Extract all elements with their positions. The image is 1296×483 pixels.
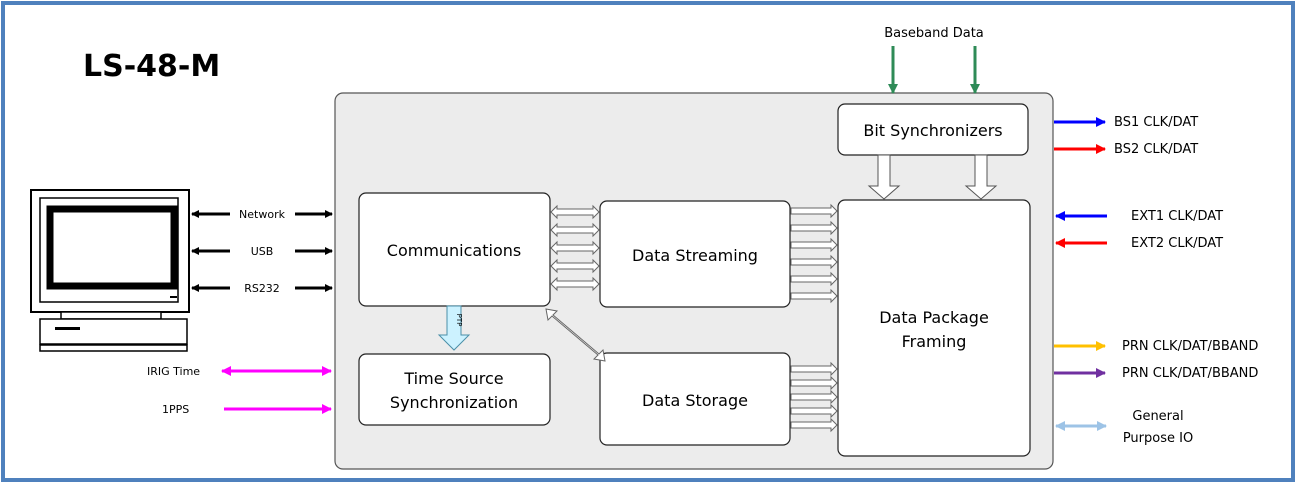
block-data-streaming: Data Streaming [599,200,791,308]
ext2-label: EXT2 CLK/DAT [1131,236,1223,251]
communications-label: Communications [387,241,521,260]
pps-label: 1PPS [162,403,189,416]
time-source-label-2: Synchronization [390,393,518,412]
comms-streaming-links [550,204,600,292]
gpio-label-2: Purpose IO [1123,431,1193,446]
data-streaming-label: Data Streaming [632,246,758,265]
bs2-label: BS2 CLK/DAT [1114,142,1198,157]
irig-label: IRIG Time [147,365,200,378]
block-time-source: Time Source Synchronization [358,353,551,426]
ptp-arrow: PTP [437,305,471,351]
block-bit-synchronizers: Bit Synchronizers [837,103,1029,156]
ext1-label: EXT1 CLK/DAT [1131,209,1223,224]
storage-framing-link [790,417,838,433]
comms-streaming-link [550,258,600,274]
streaming-framing-links [790,203,838,304]
streaming-framing-link [790,237,838,253]
ptp-label: PTP [455,314,463,327]
block-communications: Communications [358,192,551,307]
block-data-package-framing: Data Package Framing [837,199,1031,457]
block-data-storage: Data Storage [599,352,791,446]
usb-label: USB [251,245,274,258]
baseband-label: Baseband Data [884,26,984,41]
prn2-label: PRN CLK/DAT/BBAND [1122,366,1258,381]
data-storage-label: Data Storage [642,391,748,410]
storage-framing-link [790,375,838,391]
comms-streaming-link [550,204,600,220]
storage-framing-link [790,403,838,419]
comms-streaming-link [550,240,600,256]
storage-framing-links [790,361,838,433]
bitsync-to-framing-arrow-1 [867,154,901,200]
rs232-label: RS232 [244,282,280,295]
streaming-framing-link [790,288,838,304]
bitsync-to-framing-arrow-2 [964,154,998,200]
comms-streaming-link [550,276,600,292]
network-label: Network [239,208,286,221]
streaming-framing-link [790,271,838,287]
bs1-label: BS1 CLK/DAT [1114,115,1198,130]
comms-storage-link [545,308,606,362]
storage-framing-link [790,389,838,405]
computer-icon [30,189,190,352]
comms-streaming-link [550,222,600,238]
framing-label-1: Data Package [879,308,989,327]
streaming-framing-link [790,220,838,236]
streaming-framing-link [790,203,838,219]
diagram-title: LS-48-M [83,49,220,84]
gpio-label-1: General [1132,409,1183,424]
framing-label-2: Framing [902,332,967,351]
streaming-framing-link [790,254,838,270]
prn1-label: PRN CLK/DAT/BBAND [1122,339,1258,354]
storage-framing-link [790,361,838,377]
bit-sync-label: Bit Synchronizers [863,121,1002,140]
time-source-label-1: Time Source [403,369,503,388]
